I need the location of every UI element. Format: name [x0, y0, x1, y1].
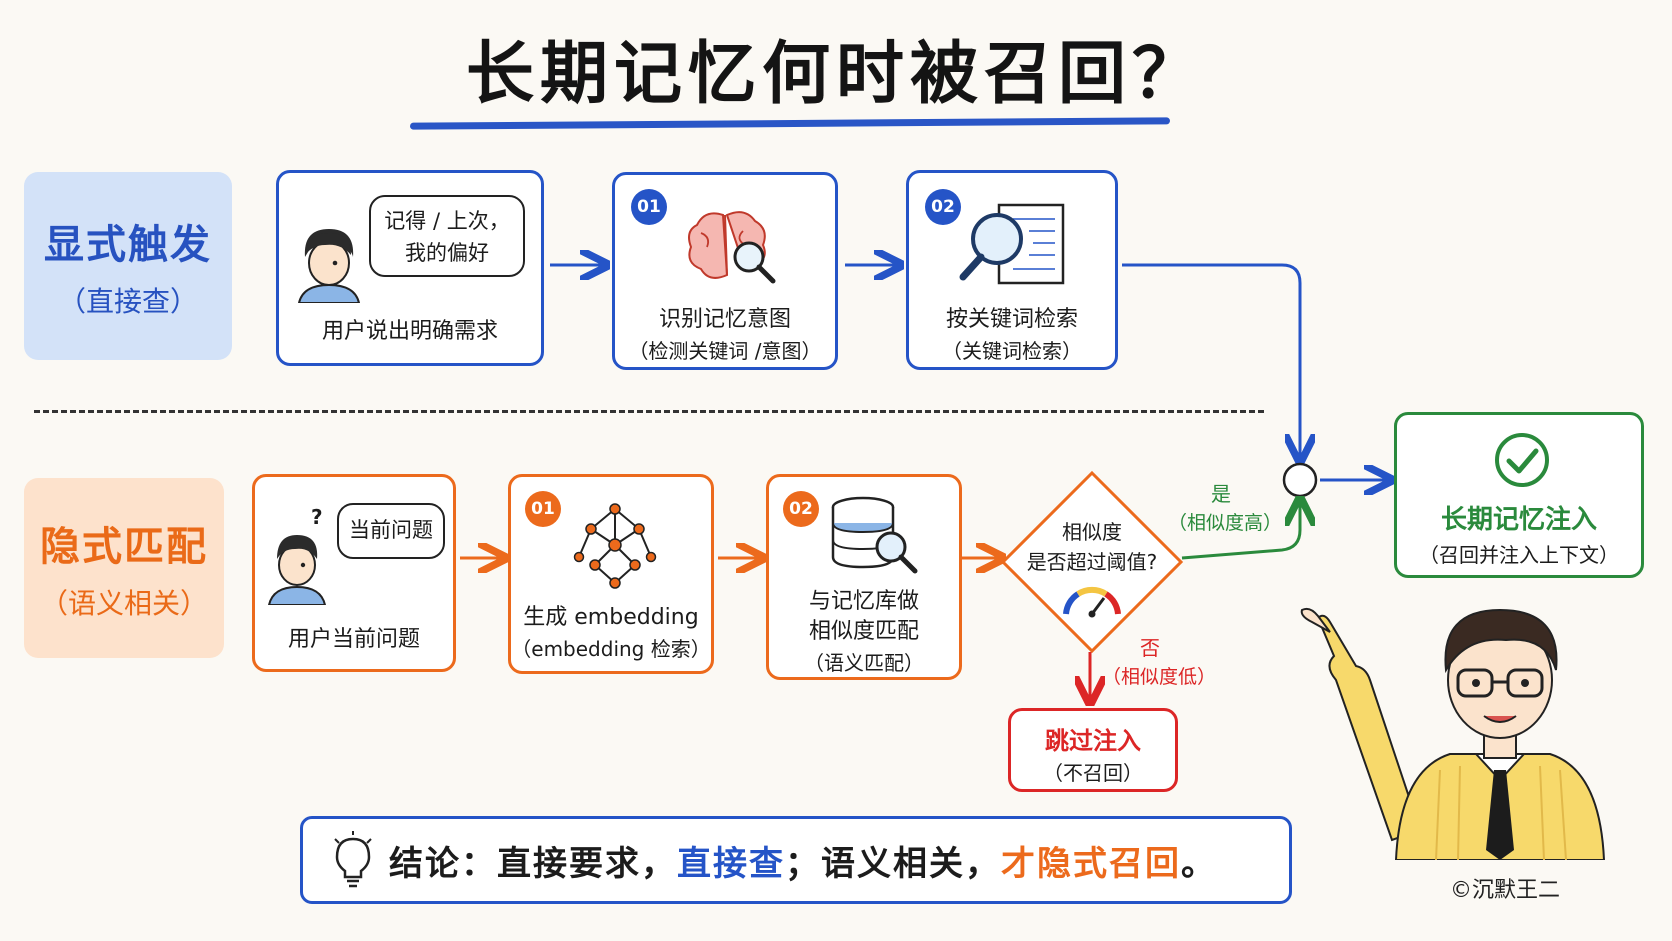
result-title: 长期记忆注入	[1440, 505, 1597, 535]
conclusion-part5: 。	[1181, 843, 1217, 884]
arrow-explicit-to-merge	[1122, 263, 1300, 458]
decision-line2: 是否超过阈值?	[1026, 550, 1158, 574]
no-sub: （相似度低）	[1101, 666, 1216, 688]
explicit-row-label: 显式触发 （直接查）	[24, 172, 232, 360]
skip-title: 跳过注入	[1045, 727, 1141, 755]
yes-sub: （相似度高）	[1167, 512, 1282, 534]
arrow-yes	[1181, 502, 1300, 560]
explicit-bubble-line2: 我的偏好	[405, 241, 489, 265]
gauge-icon	[1063, 586, 1121, 618]
explicit-step2-sub: （关键词检索）	[942, 339, 1082, 363]
question-mark: ?	[311, 505, 323, 529]
explicit-user-box: 记得 / 上次， 我的偏好 用户说出明确需求	[276, 170, 544, 366]
credit-text: ©沉默王二	[1450, 878, 1561, 903]
implicit-step2-sub: （语义匹配）	[804, 651, 924, 675]
page-title: 长期记忆何时被召回？	[465, 35, 1206, 114]
teacher-pointing-icon	[1300, 607, 1606, 860]
explicit-step1-caption: 识别记忆意图	[658, 307, 791, 332]
implicit-step1-sub: （embedding 检索）	[511, 637, 711, 661]
conclusion-part1: 结论：直接要求，	[389, 843, 677, 884]
implicit-user-caption: 用户当前问题	[287, 627, 420, 652]
explicit-step2-caption: 按关键词检索	[945, 307, 1078, 332]
decision-line1: 相似度	[1062, 520, 1122, 544]
explicit-user-bubble: 记得 / 上次， 我的偏好	[369, 195, 525, 277]
lightbulb-icon	[334, 831, 372, 888]
person-icon	[267, 535, 327, 605]
implicit-step1-caption: 生成 embedding	[523, 605, 699, 630]
skip-box: 跳过注入 （不召回）	[1008, 708, 1178, 792]
implicit-step1-badge: 01	[525, 491, 561, 527]
conclusion-box: 结论：直接要求， 直接查 ；语义相关， 才隐式召回 。	[300, 816, 1292, 904]
implicit-sublabel: （语义相关）	[39, 587, 208, 620]
implicit-user-bubble: 当前问题	[337, 503, 445, 559]
explicit-user-caption: 用户说出明确需求	[321, 319, 498, 344]
explicit-step2-badge: 02	[925, 189, 961, 225]
implicit-label: 隐式匹配	[40, 524, 208, 570]
explicit-bubble-line1: 记得 / 上次，	[384, 209, 510, 233]
explicit-step1-box: 01 识别记忆意图 （检测关键词 /意图）	[612, 172, 838, 370]
explicit-label: 显式触发	[44, 222, 212, 268]
no-label: 否	[1140, 636, 1160, 660]
implicit-step2-caption-1: 与记忆库做	[808, 589, 919, 614]
brain-search-icon	[688, 211, 776, 284]
person-icon	[297, 229, 361, 303]
implicit-user-box: ? 当前问题 用户当前问题	[252, 474, 456, 672]
check-circle-icon	[1495, 433, 1549, 487]
merge-node	[1282, 462, 1318, 498]
implicit-step2-caption-2: 相似度匹配	[808, 619, 919, 644]
database-search-icon	[831, 496, 918, 574]
skip-sub: （不召回）	[1043, 761, 1143, 785]
row-divider	[34, 410, 1264, 413]
implicit-row-label: 隐式匹配 （语义相关）	[24, 478, 224, 658]
result-box: 长期记忆注入 （召回并注入上下文）	[1394, 412, 1644, 578]
network-icon	[573, 503, 657, 589]
conclusion-part2: 直接查	[677, 843, 785, 884]
conclusion-part4: 才隐式召回	[1001, 843, 1181, 884]
explicit-step2-box: 02 按关键词检索 （关键词检索）	[906, 170, 1118, 370]
explicit-step1-badge: 01	[631, 189, 667, 225]
implicit-step1-box: 01 生成 embedding （embedding 检索）	[508, 474, 714, 674]
explicit-sublabel: （直接查）	[57, 285, 198, 318]
yes-label: 是	[1211, 482, 1231, 506]
implicit-step2-badge: 02	[783, 491, 819, 527]
conclusion-part3: ；语义相关，	[785, 843, 1001, 884]
decision-diamond	[1000, 470, 1184, 654]
explicit-step1-sub: （检测关键词 /意图）	[628, 339, 822, 363]
document-search-icon	[959, 203, 1065, 285]
implicit-step2-box: 02 与记忆库做 相似度匹配 （语义匹配）	[766, 474, 962, 680]
result-sub: （召回并注入上下文）	[1419, 543, 1619, 567]
